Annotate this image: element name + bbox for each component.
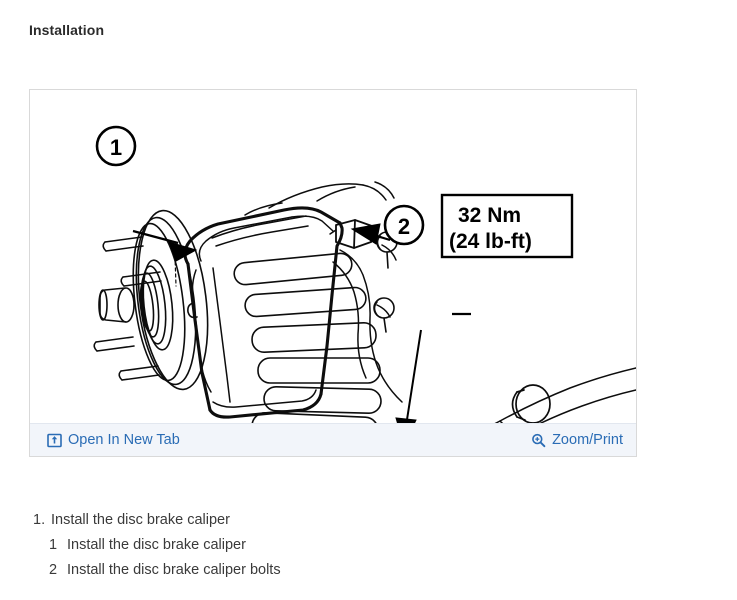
svg-text:32 Nm: 32 Nm	[458, 204, 521, 227]
step-text: Install the disc brake caliper	[51, 512, 230, 528]
figure-panel: 1 2 32 Nm (24 lb-ft)	[29, 89, 637, 457]
step-number: 1	[49, 537, 58, 553]
page-title: Installation	[29, 22, 105, 38]
step-text: Install the disc brake caliper bolts	[67, 562, 281, 578]
zoom-print-label: Zoom/Print	[552, 432, 623, 448]
magnifier-plus-icon	[531, 433, 546, 448]
open-in-new-tab-label: Open In New Tab	[68, 432, 180, 448]
torque-spec-box: 32 Nm (24 lb-ft)	[440, 193, 574, 259]
svg-text:(24 lb-ft): (24 lb-ft)	[449, 230, 532, 253]
open-in-new-tab-link[interactable]: Open In New Tab	[47, 431, 180, 449]
callout-circle-1: 1	[95, 125, 137, 167]
step-number: 1.	[33, 512, 46, 528]
callout-circle-2: 2	[383, 204, 425, 246]
svg-text:2: 2	[398, 214, 410, 239]
open-in-new-tab-icon	[47, 433, 62, 448]
figure-image-area[interactable]: 1 2 32 Nm (24 lb-ft)	[30, 90, 636, 423]
list-item: 2 Install the disc brake caliper bolts	[49, 558, 593, 583]
disc-brake-caliper-diagram: 1 2 32 Nm (24 lb-ft)	[30, 90, 636, 423]
step-number: 2	[49, 562, 58, 578]
zoom-print-link[interactable]: Zoom/Print	[531, 431, 623, 449]
list-item: 1. Install the disc brake caliper	[33, 508, 593, 533]
step-text: Install the disc brake caliper	[67, 537, 246, 553]
figure-toolbar: Open In New Tab Zoom/Print	[30, 423, 636, 456]
list-item: 1 Install the disc brake caliper	[49, 533, 593, 558]
svg-text:1: 1	[110, 135, 122, 160]
procedure-steps-list: 1. Install the disc brake caliper 1 Inst…	[33, 508, 593, 583]
